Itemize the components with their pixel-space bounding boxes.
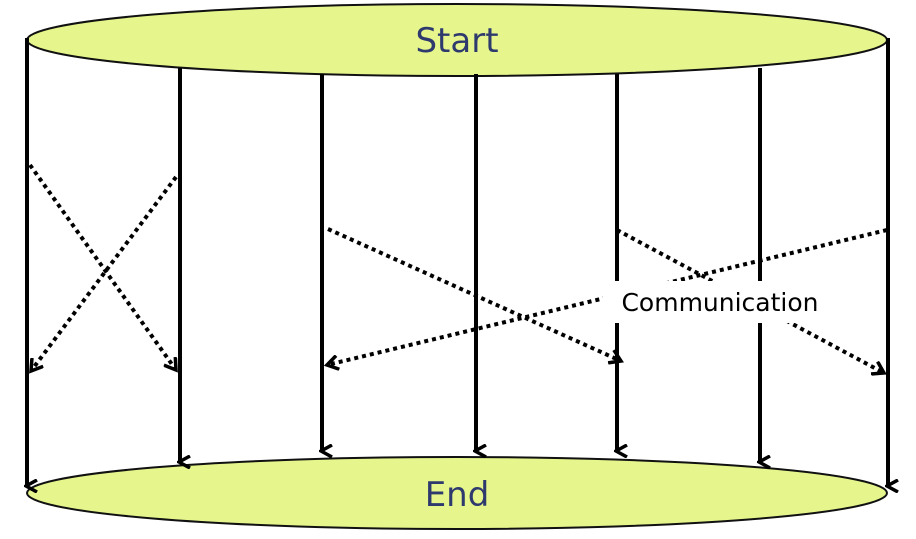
- end-label: End: [425, 475, 490, 515]
- message-arrow-5: [616, 228, 884, 373]
- start-node: Start: [26, 3, 888, 77]
- message-arrow-3: [327, 227, 621, 361]
- message-arrow-1: [28, 163, 176, 370]
- start-label: Start: [415, 21, 498, 61]
- communication-label: Communication: [621, 288, 818, 317]
- end-node: End: [26, 456, 888, 530]
- communication-callout: Communication: [603, 281, 838, 323]
- message-arrow-2: [31, 175, 178, 371]
